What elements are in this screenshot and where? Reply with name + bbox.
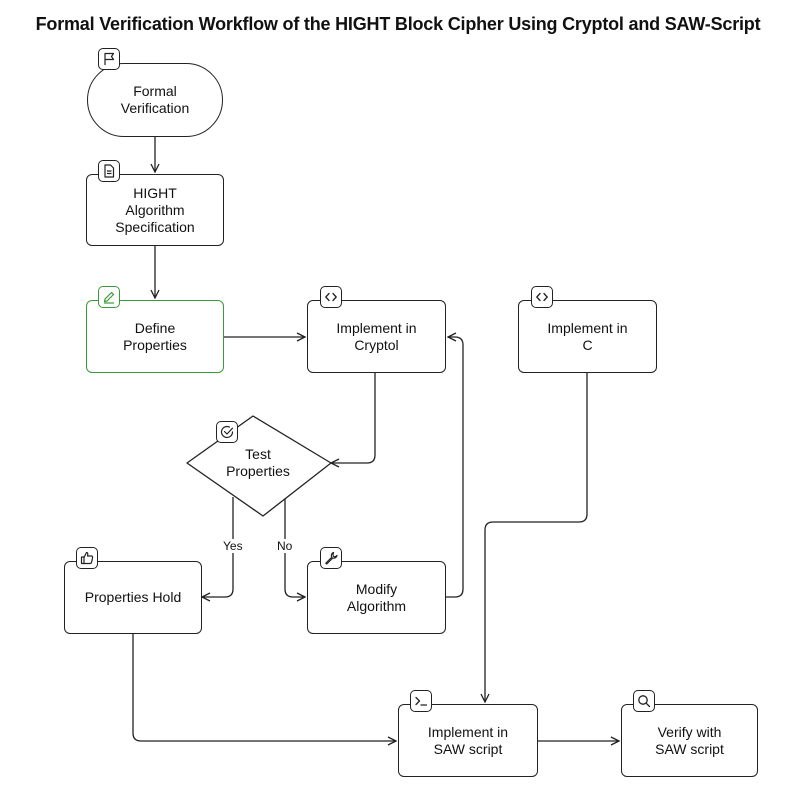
node-properties-hold[interactable]: Properties Hold: [64, 561, 202, 634]
edge-label-no: No: [275, 539, 295, 553]
node-define-properties[interactable]: Define Properties: [86, 300, 224, 373]
node-formal-verification[interactable]: Formal Verification: [87, 63, 223, 137]
node-formal-verification-label: Formal Verification: [120, 83, 190, 116]
wrench-icon: [320, 547, 342, 569]
edge-c-to-saw: [485, 373, 588, 702]
pencil-icon: [98, 286, 120, 308]
edge-label-yes: Yes: [221, 539, 245, 553]
node-define-properties-label: Define Properties: [123, 319, 187, 353]
node-implement-saw-label: Implement in SAW script: [427, 723, 509, 757]
node-implement-cryptol[interactable]: Implement in Cryptol: [307, 300, 446, 373]
node-verify-saw[interactable]: Verify with SAW script: [621, 704, 758, 777]
diagram-title: Formal Verification Workflow of the HIGH…: [35, 14, 761, 34]
node-modify-algorithm[interactable]: Modify Algorithm: [307, 561, 446, 634]
edge-hold-to-saw: [132, 634, 396, 741]
code-icon: [531, 286, 553, 308]
edge-cryptol-to-test: [331, 373, 376, 463]
edge-test-to-modify: [284, 497, 305, 597]
flag-icon: [98, 48, 120, 70]
terminal-icon: [410, 690, 432, 712]
thumbs-up-icon: [76, 547, 98, 569]
node-implement-c-label: Implement in C: [547, 319, 628, 353]
node-hight-spec[interactable]: HIGHT Algorithm Specification: [86, 174, 224, 246]
check-circle-icon: [216, 421, 238, 443]
search-icon: [633, 690, 655, 712]
node-implement-cryptol-label: Implement in Cryptol: [336, 319, 417, 353]
node-properties-hold-label: Properties Hold: [84, 589, 182, 605]
code-icon: [320, 286, 342, 308]
node-verify-saw-label: Verify with SAW script: [655, 723, 724, 757]
node-modify-algorithm-label: Modify Algorithm: [346, 580, 407, 614]
node-implement-c[interactable]: Implement in C: [518, 300, 657, 373]
edge-modify-to-cryptol: [446, 337, 464, 598]
node-test-properties-label: Test Properties: [226, 446, 290, 479]
node-hight-spec-label: HIGHT Algorithm Specification: [115, 184, 195, 235]
node-implement-saw[interactable]: Implement in SAW script: [398, 704, 538, 777]
document-icon: [98, 160, 120, 182]
edge-test-to-hold: [202, 497, 234, 597]
